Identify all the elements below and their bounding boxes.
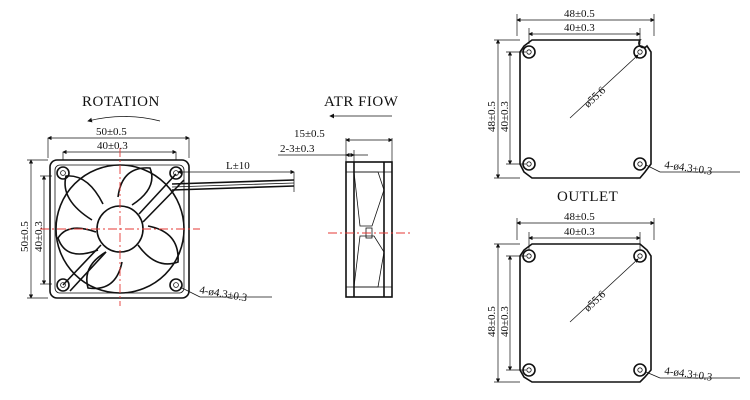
front-dim-outer-v-text: 50±0.5 — [19, 221, 31, 252]
rotation-arrow — [87, 116, 161, 123]
front-hole-leader — [179, 286, 201, 298]
outlet-panel: 48±0.5 40±0.3 48±0.5 40±0.3 ø55 — [486, 211, 740, 384]
rotation-label: ROTATION — [82, 94, 160, 110]
side-blade-bottom — [353, 235, 385, 288]
panel1-dim-outer-text: 48±0.5 — [564, 8, 595, 20]
panel1-dim-inner-text: 40±0.3 — [564, 22, 595, 34]
front-dim-inner-v: 40±0.3 — [33, 175, 52, 285]
front-hole-callout: 4-ø4.3±0.3 — [198, 284, 248, 304]
panel2-dim-outer-v-text: 48±0.5 — [486, 306, 498, 337]
panel2-diameter-text: ø55.6 — [582, 288, 609, 314]
panel2-diameter-line — [569, 258, 639, 323]
front-dim-inner: 40±0.3 — [62, 140, 177, 160]
panel2-dim-inner-text: 40±0.3 — [564, 226, 595, 238]
panel1-hole-leader — [645, 164, 661, 173]
panel2-holes — [522, 249, 647, 377]
side-dim-thick-text: 15±0.5 — [294, 128, 325, 140]
side-dim-thick: 15±0.5 — [294, 128, 393, 162]
front-dim-outer-v: 50±0.5 — [19, 159, 48, 299]
panel1-dim-outer-v: 48±0.5 — [486, 39, 520, 179]
panel2-outline — [519, 243, 652, 383]
fan-blades — [57, 167, 179, 290]
front-dim-inner-v-text: 40±0.3 — [33, 221, 45, 252]
panel1-hole-callout: 4-ø4.3±0.3 — [664, 159, 714, 178]
side-dim-flange-text: 2-3±0.3 — [280, 143, 315, 155]
front-dim-outer-text: 50±0.5 — [96, 126, 127, 138]
panel1-holes — [522, 45, 647, 171]
panel2-dim-inner-v: 40±0.3 — [499, 255, 526, 371]
inlet-panel: 48±0.5 40±0.3 48±0.5 40±0.3 ø55 — [486, 8, 740, 179]
lead-length-text: L±10 — [226, 160, 250, 172]
panel1-dim-inner-v-text: 40±0.3 — [499, 101, 511, 132]
side-body — [345, 161, 393, 298]
panel1-dim-outer-v-text: 48±0.5 — [486, 101, 498, 132]
side-view: ATR FIOW 15±0.5 2-3±0.3 — [278, 94, 410, 298]
panel2-hole-callout: 4-ø4.3±0.3 — [664, 365, 714, 384]
front-dim-inner-text: 40±0.3 — [97, 140, 128, 152]
panel2-dim-inner: 40±0.3 — [528, 226, 641, 250]
panel2-dim-outer: 48±0.5 — [516, 211, 655, 240]
side-blade-top — [353, 171, 385, 227]
panel1-diameter-line — [569, 54, 639, 119]
outlet-label: OUTLET — [557, 189, 618, 205]
lead-wire: L±10 — [171, 160, 295, 192]
side-dim-flange: 2-3±0.3 — [278, 143, 368, 162]
front-view: ROTATION 50±0.5 40±0.3 50±0.5 40±0.3 — [19, 94, 295, 306]
panel1-outline — [519, 39, 652, 179]
front-mounting-holes — [56, 166, 183, 292]
panel1-dim-outer: 48±0.5 — [516, 8, 655, 36]
panel1-dim-inner: 40±0.3 — [528, 22, 641, 44]
panel2-dim-outer-text: 48±0.5 — [564, 211, 595, 223]
panel1-dim-inner-v: 40±0.3 — [499, 51, 526, 165]
panel2-dim-inner-v-text: 40±0.3 — [499, 306, 511, 337]
panel2-dim-outer-v: 48±0.5 — [486, 243, 520, 383]
airflow-label: ATR FIOW — [324, 94, 399, 110]
panel1-diameter-text: ø55.6 — [582, 84, 609, 110]
front-dim-outer: 50±0.5 — [47, 126, 190, 158]
panel2-hole-leader — [645, 371, 661, 379]
